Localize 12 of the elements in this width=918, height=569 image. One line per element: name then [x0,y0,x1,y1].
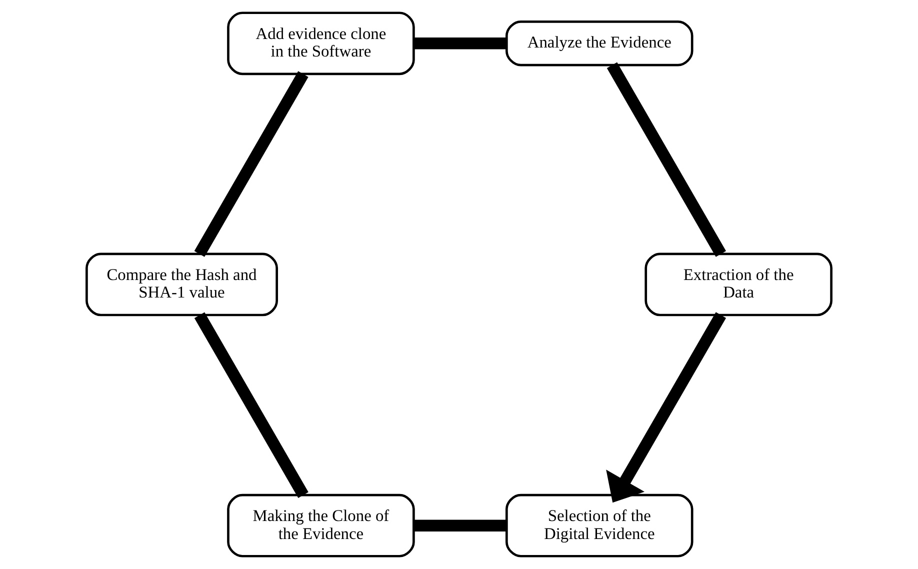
node-box: Compare the Hash and SHA-1 value [86,252,278,316]
connector [194,312,308,498]
node-box: Selection of the Digital Evidence [505,494,694,558]
connector [414,520,506,532]
arrow [606,312,726,503]
node-box: Making the Clone of the Evidence [227,494,415,558]
connector [414,38,506,50]
node-box: Extraction of the Data [644,252,832,316]
node-box: Add evidence clone in the Software [227,12,415,76]
connector [194,71,308,257]
node-box: Analyze the Evidence [505,20,694,66]
connector [606,62,726,257]
